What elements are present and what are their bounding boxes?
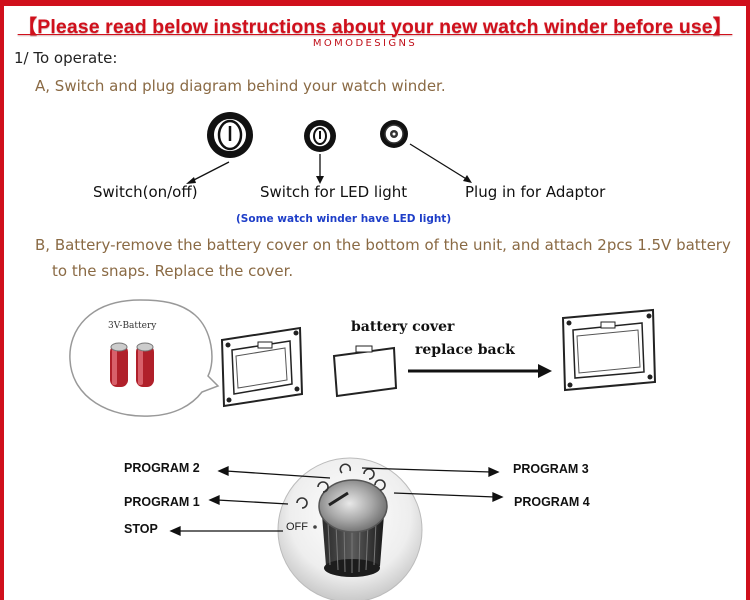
battery-compartment-closed-icon	[561, 308, 657, 392]
replace-back-label: replace back	[415, 342, 515, 358]
right-frame-bar	[746, 0, 750, 600]
led-note: (Some watch winder have LED light)	[236, 213, 452, 225]
battery-label: 3V-Battery	[108, 321, 157, 331]
page-title: 【Please read below instructions about yo…	[17, 16, 733, 38]
left-frame-bar	[0, 0, 4, 600]
section-a-text: A, Switch and plug diagram behind your w…	[35, 77, 446, 95]
operate-heading: 1/ To operate:	[14, 49, 118, 67]
section-b-text-line1: B, Battery-remove the battery cover on t…	[35, 236, 731, 254]
rotary-dial-icon	[277, 457, 423, 600]
program3-label: PROGRAM 3	[513, 462, 589, 476]
program1-label: PROGRAM 1	[124, 495, 200, 509]
brand-name: MOMODESIGNS	[312, 38, 418, 49]
battery-cover-icon	[332, 345, 398, 398]
plug-label: Plug in for Adaptor	[465, 183, 606, 201]
off-label: OFF	[286, 521, 308, 533]
top-frame-bar	[0, 0, 750, 6]
section-b-text-line2: to the snaps. Replace the cover.	[52, 262, 294, 280]
battery-icon	[110, 342, 154, 387]
battery-compartment-icon	[220, 326, 304, 408]
led-switch-label: Switch for LED light	[260, 183, 408, 201]
battery-cover-label: battery cover	[351, 319, 455, 335]
program4-label: PROGRAM 4	[514, 495, 590, 509]
switch-label: Switch(on/off)	[93, 183, 198, 201]
rocker-switch-icon	[207, 112, 253, 158]
program2-label: PROGRAM 2	[124, 461, 200, 475]
title-banner: 【Please read below instructions about yo…	[4, 6, 746, 39]
led-switch-icon	[304, 120, 336, 152]
dc-plug-icon	[380, 120, 408, 148]
stop-label: STOP	[124, 522, 158, 536]
